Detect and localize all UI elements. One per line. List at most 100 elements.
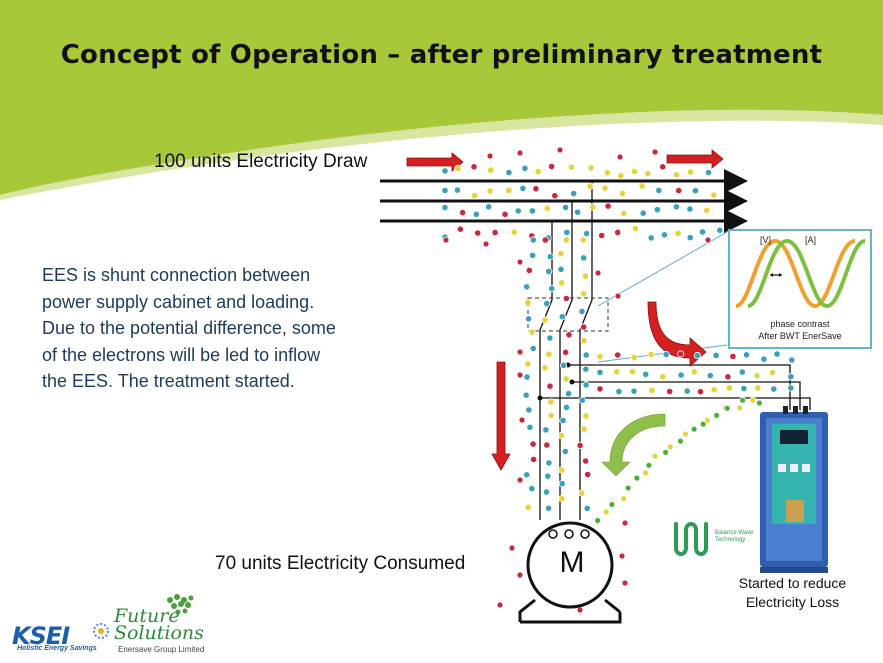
electron-particle [594, 517, 601, 524]
electron-particle [677, 437, 684, 445]
red-arrow-out [666, 149, 724, 169]
electron-particle [523, 373, 531, 381]
electron-particle [458, 209, 467, 217]
electron-particle [561, 447, 569, 456]
inset-caption-1: phase contrast [770, 319, 830, 329]
electron-particle [693, 351, 702, 360]
electron-particle [742, 351, 751, 359]
motor-label: M [559, 546, 585, 579]
electron-particle [633, 474, 641, 482]
electron-particle [525, 406, 533, 414]
electron-particle [672, 203, 681, 211]
electron-particle [686, 205, 694, 213]
electron-particle [662, 350, 670, 359]
electron-particle [583, 504, 591, 512]
electron-particle [703, 206, 711, 214]
electron-particle [561, 348, 570, 356]
electron-particle [529, 344, 537, 353]
electron-particle [704, 417, 711, 424]
electron-particle [586, 182, 594, 190]
electron-particle [582, 412, 590, 420]
electron-particle [587, 164, 595, 172]
electron-particle [529, 440, 537, 448]
electron-particle [562, 294, 571, 303]
electron-particle [518, 416, 526, 424]
electron-particle [647, 350, 655, 359]
electron-particle [666, 387, 674, 396]
electron-particle [528, 328, 536, 336]
electron-particle [662, 448, 669, 456]
electron-particle [482, 240, 490, 248]
description-line: power supply cabinet and loading. [42, 291, 315, 312]
electron-particle [559, 416, 567, 425]
electron-particle [501, 210, 509, 218]
electron-particle [584, 470, 592, 479]
electron-particle [644, 170, 652, 178]
particle-field [441, 146, 796, 614]
title-banner [0, 0, 883, 200]
electron-particle [677, 371, 685, 379]
electron-particle [519, 184, 527, 192]
electron-particle [724, 373, 732, 381]
electron-particle [698, 228, 707, 236]
electron-particle [618, 552, 626, 560]
electron-particle [655, 186, 663, 194]
electron-particle [526, 423, 534, 431]
electron-particle [754, 384, 762, 392]
electron-particle [525, 266, 533, 274]
electron-particle [561, 203, 570, 211]
draw-label: 100 units Electricity Draw [154, 151, 368, 172]
electron-particle [456, 225, 464, 233]
electron-particle [710, 191, 718, 199]
electron-particle [642, 370, 650, 378]
electron-particle [516, 149, 524, 157]
description-line: the EES. The treatment started. [42, 371, 295, 391]
electron-particle [557, 431, 566, 440]
electron-particle [545, 350, 553, 358]
future-solutions-line: Solutions [114, 622, 204, 644]
electron-particle [562, 403, 571, 411]
electron-particle [524, 315, 533, 323]
electron-particle [749, 396, 757, 404]
electron-particle [544, 504, 553, 512]
electron-particle [740, 384, 748, 393]
balance-wave-text: Balance Wave Technology [715, 530, 753, 544]
electron-particle [516, 258, 524, 266]
electron-particle [510, 228, 518, 236]
electron-particle [615, 387, 623, 396]
electron-particle [738, 368, 746, 376]
electron-particle [608, 501, 616, 508]
electron-particle [529, 455, 538, 463]
electron-particle [672, 171, 681, 179]
balance-wave-logo-icon [674, 522, 708, 556]
electron-particle [453, 186, 461, 194]
electron-particle [648, 386, 656, 394]
slide-title: Concept of Operation – after preliminary… [60, 40, 823, 70]
voltage-label: [V] [760, 235, 772, 245]
electron-particle [639, 209, 647, 217]
electron-particle [620, 209, 628, 217]
electron-particle [686, 234, 694, 242]
electron-particle [582, 365, 590, 373]
electron-particle [582, 351, 590, 359]
electron-particle [557, 265, 565, 273]
electron-particle [756, 399, 763, 407]
electron-particle [565, 331, 573, 339]
electron-particle [559, 361, 568, 369]
electron-particle [723, 404, 731, 412]
balance-wave-line: Balance Wave [715, 530, 754, 536]
electron-particle [706, 371, 714, 380]
electron-particle [683, 387, 691, 395]
electron-particle [516, 571, 524, 579]
red-arrow-down [491, 361, 511, 471]
description-text: EES is shunt connection between power su… [42, 262, 412, 395]
electron-particle [578, 489, 586, 497]
electron-particle [674, 229, 682, 237]
electron-particle [642, 469, 650, 477]
electron-particle [516, 371, 524, 379]
electron-particle [594, 269, 602, 277]
electron-particle [558, 279, 566, 287]
electron-particle [557, 250, 565, 258]
electron-particle [543, 441, 551, 449]
electron-particle [704, 236, 712, 244]
